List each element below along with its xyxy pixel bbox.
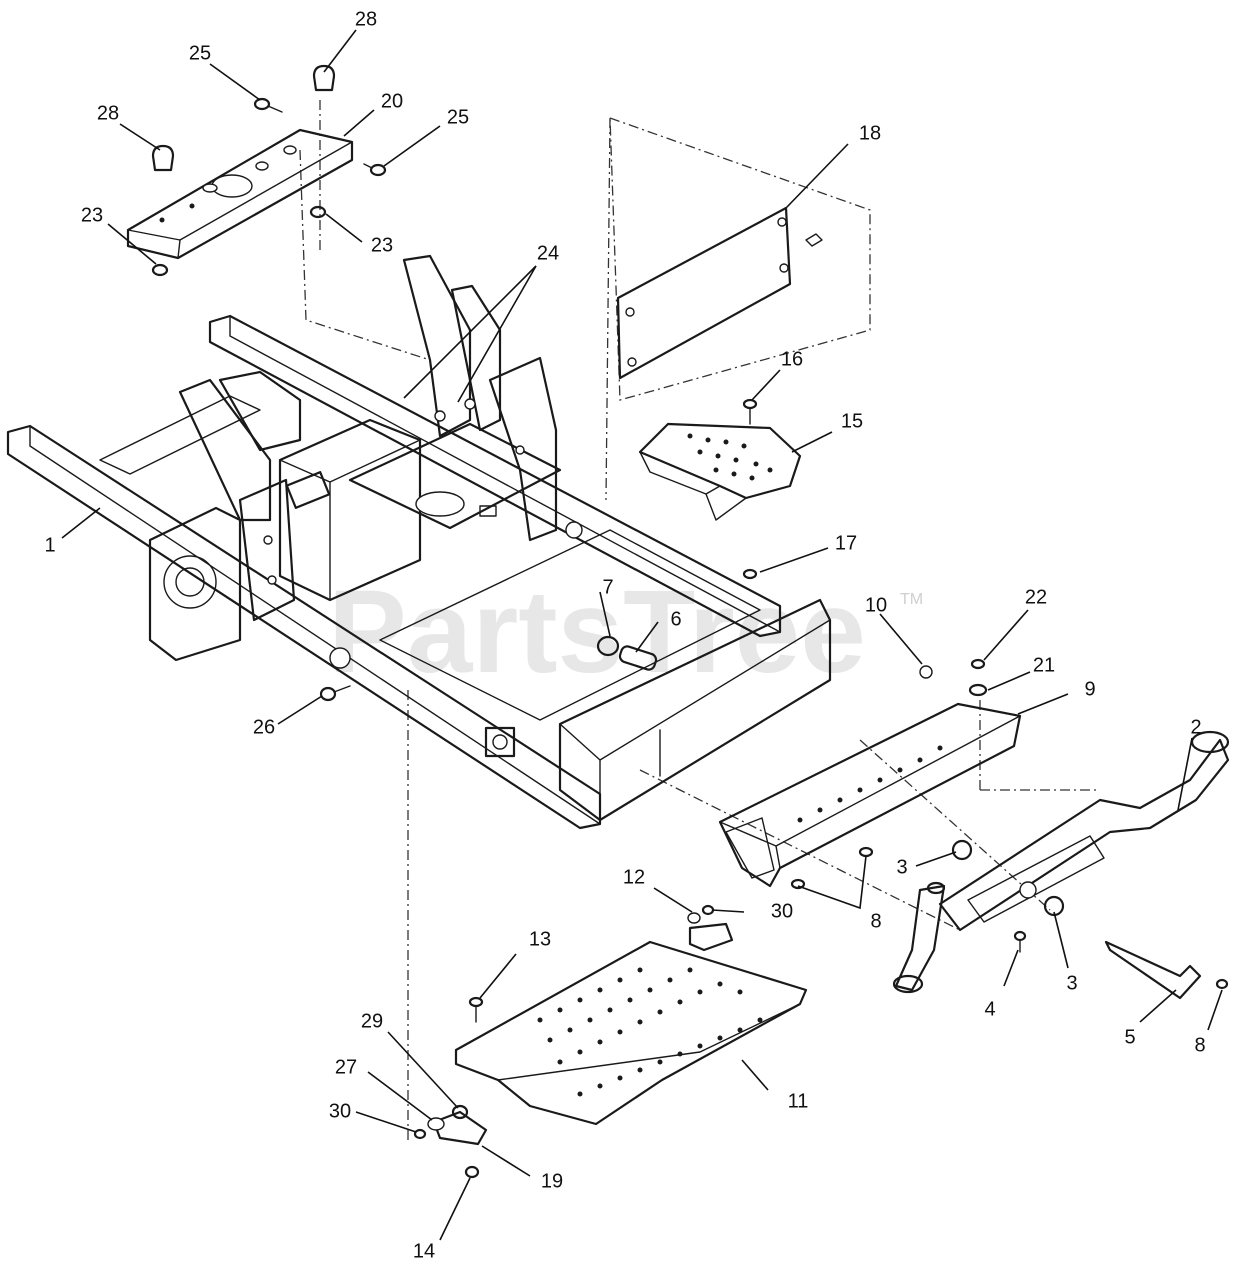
callout-10: 10 bbox=[865, 594, 887, 616]
callout-13: 13 bbox=[529, 928, 551, 950]
callout-23: 23 bbox=[81, 204, 103, 226]
panel bbox=[616, 206, 823, 380]
callout-8: 8 bbox=[1194, 1034, 1205, 1056]
callout-24: 24 bbox=[537, 242, 559, 264]
callout-9: 9 bbox=[1084, 678, 1095, 700]
bumpers-and-fasteners bbox=[151, 64, 387, 277]
watermark-brand: PartsTree bbox=[328, 566, 866, 698]
callout-30: 30 bbox=[771, 900, 793, 922]
callout-6: 6 bbox=[670, 608, 681, 630]
callout-2: 2 bbox=[1190, 716, 1201, 738]
callout-23: 23 bbox=[371, 234, 393, 256]
bracket-12 bbox=[687, 904, 734, 952]
watermark-trademark: TM bbox=[900, 591, 923, 608]
callout-labels: 1 2 3 3 4 5 6 7 8 8 9 10 11 12 13 14 15 … bbox=[44, 8, 1205, 1262]
callout-26: 26 bbox=[253, 716, 275, 738]
callout-27: 27 bbox=[335, 1056, 357, 1078]
main-frame bbox=[6, 254, 832, 830]
callout-7: 7 bbox=[602, 576, 613, 598]
callout-4: 4 bbox=[984, 998, 995, 1020]
axle-mount-channel bbox=[718, 658, 1022, 890]
foot-rest-plate bbox=[638, 398, 802, 580]
callout-16: 16 bbox=[781, 348, 803, 370]
callout-21: 21 bbox=[1033, 654, 1055, 676]
leader-lines bbox=[61, 29, 1223, 1241]
seat-support-bracket bbox=[126, 128, 354, 260]
callout-28: 28 bbox=[355, 8, 377, 30]
bolt-26 bbox=[319, 685, 351, 702]
callout-5: 5 bbox=[1124, 1026, 1135, 1048]
callout-30: 30 bbox=[329, 1100, 351, 1122]
hanger-bracket bbox=[413, 1104, 488, 1179]
callout-28: 28 bbox=[97, 102, 119, 124]
callout-15: 15 bbox=[841, 410, 863, 432]
callout-29: 29 bbox=[361, 1010, 383, 1032]
floor-pan bbox=[454, 940, 808, 1126]
callout-1: 1 bbox=[44, 534, 55, 556]
callout-19: 19 bbox=[541, 1170, 563, 1192]
callout-25: 25 bbox=[447, 106, 469, 128]
projection-lines bbox=[299, 100, 1100, 1140]
callout-25: 25 bbox=[189, 42, 211, 64]
front-axle bbox=[892, 730, 1230, 1000]
bushing-and-pin bbox=[596, 635, 658, 671]
callout-18: 18 bbox=[859, 122, 881, 144]
callout-14: 14 bbox=[413, 1240, 435, 1262]
callout-17: 17 bbox=[835, 532, 857, 554]
callout-8: 8 bbox=[870, 910, 881, 932]
callout-3: 3 bbox=[896, 856, 907, 878]
callout-3: 3 bbox=[1066, 972, 1077, 994]
callout-22: 22 bbox=[1025, 586, 1047, 608]
callout-11: 11 bbox=[788, 1090, 809, 1112]
callout-12: 12 bbox=[623, 866, 645, 888]
callout-20: 20 bbox=[381, 90, 403, 112]
